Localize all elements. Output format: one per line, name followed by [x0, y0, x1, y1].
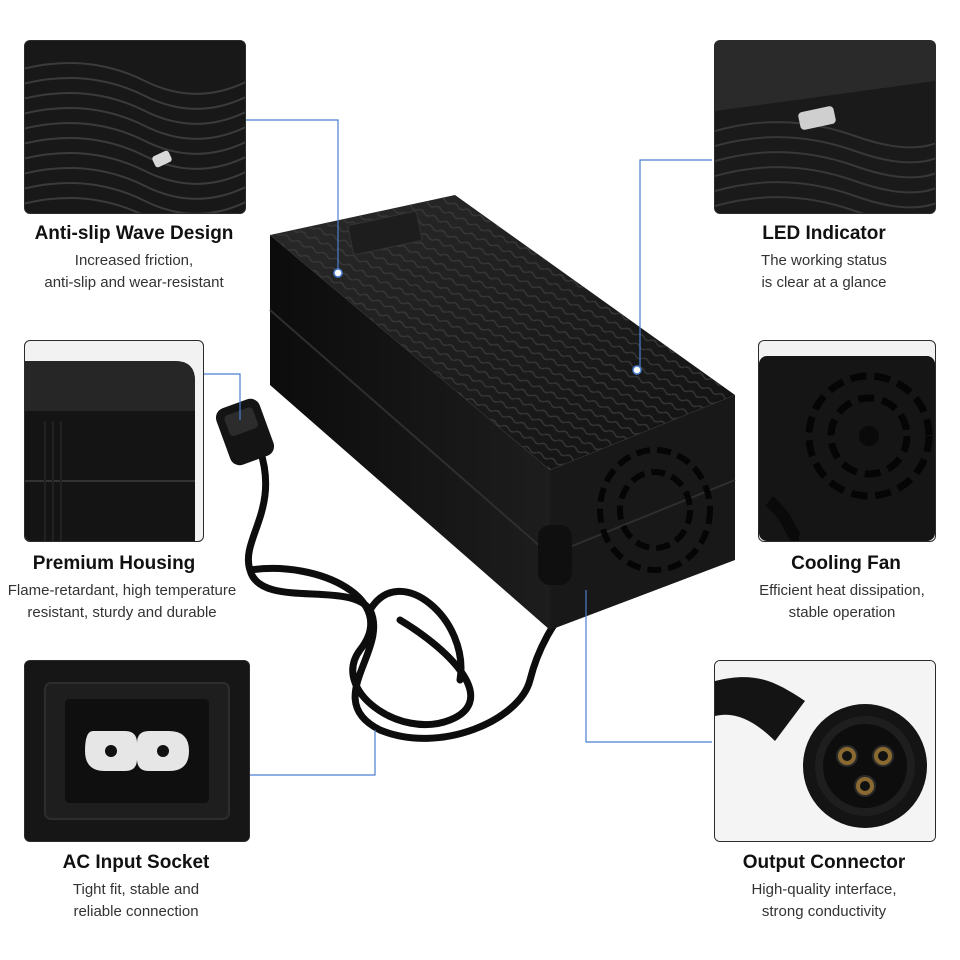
anti-slip-title: Anti-slip Wave Design — [34, 223, 234, 244]
cable — [245, 446, 584, 742]
anti-slip-desc: Increased friction, anti-slip and wear-r… — [44, 252, 224, 291]
led-title: LED Indicator — [762, 223, 886, 244]
cable-plug — [215, 398, 275, 466]
housing-title: Premium Housing — [32, 553, 196, 574]
housing-desc: Flame-retardant, high temperature resist… — [7, 582, 237, 621]
anti-slip-panel — [24, 40, 246, 214]
output-title: Output Connector — [742, 852, 906, 873]
three-pin-connector-icon — [715, 661, 935, 841]
wave-texture-image — [25, 41, 245, 213]
housing-panel — [24, 340, 204, 542]
ac-input-panel — [24, 660, 250, 842]
fan-vent-icon — [759, 341, 935, 541]
ac-input-desc: Tight fit, stable and reliable connectio… — [72, 881, 200, 920]
fan-vent-icon — [597, 447, 713, 573]
led-panel — [714, 40, 936, 214]
ac-socket-icon — [25, 661, 249, 841]
fan-panel — [758, 340, 936, 542]
output-desc: High-quality interface, strong conductiv… — [751, 881, 897, 920]
led-desc: The working status is clear at a glance — [761, 252, 887, 291]
housing-corner-image — [25, 341, 203, 541]
charger-product-image — [215, 195, 736, 742]
ac-input-title: AC Input Socket — [62, 852, 210, 873]
output-panel — [714, 660, 936, 842]
strain-relief — [538, 525, 572, 585]
led-light-icon — [715, 41, 935, 213]
fan-title: Cooling Fan — [791, 553, 901, 574]
charger-body — [269, 195, 736, 630]
fan-desc: Efficient heat dissipation, stable opera… — [759, 582, 925, 621]
